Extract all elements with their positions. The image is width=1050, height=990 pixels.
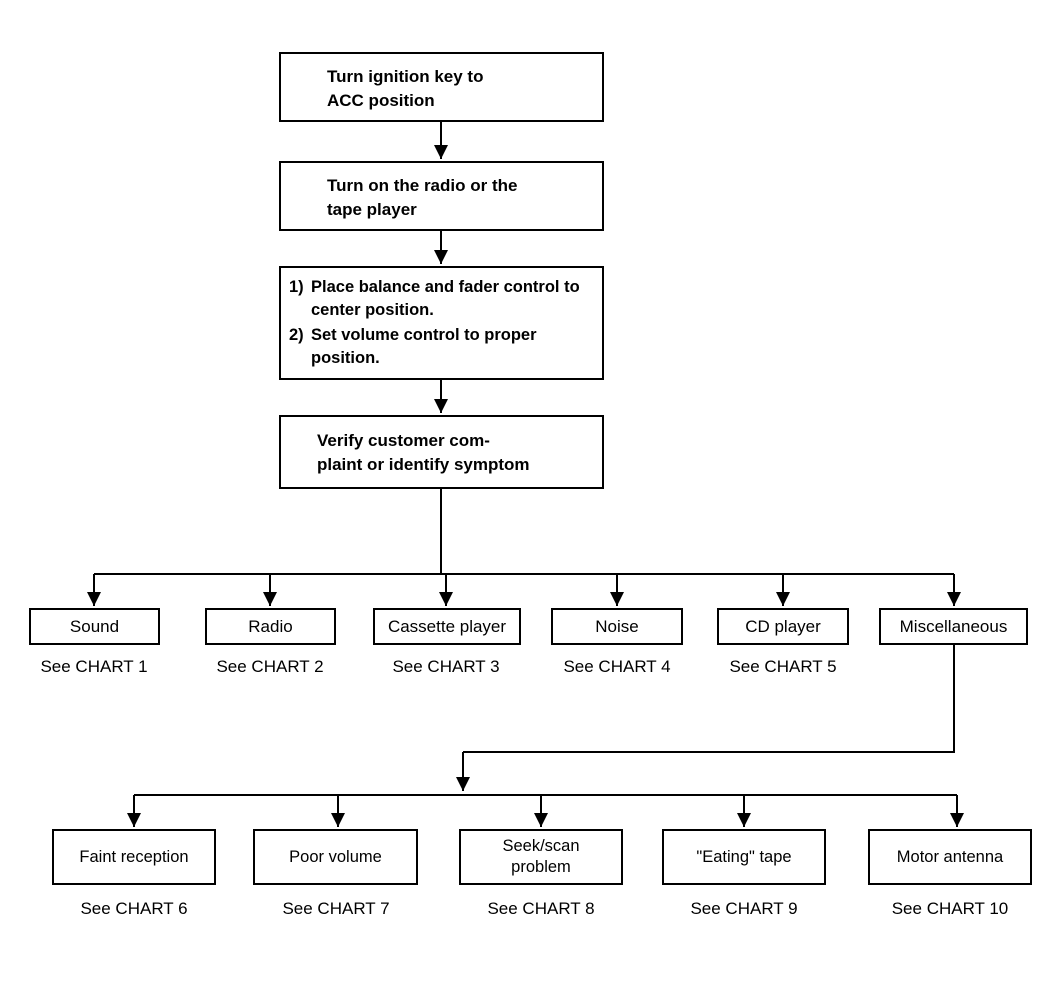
misc-chart-ref: See CHART 6: [80, 899, 188, 918]
step-ignition-box: Turn ignition key to ACC position: [279, 52, 604, 122]
category-chart-ref: See CHART 3: [392, 657, 500, 676]
misc-label: Motor antenna: [896, 847, 1004, 866]
category-label: Radio: [248, 616, 293, 636]
category-label: Cassette player: [387, 616, 507, 636]
category-cd-box: CD player: [717, 608, 849, 645]
category-noise-box: Noise: [551, 608, 683, 645]
misc-motor-antenna-box: Motor antenna: [868, 829, 1032, 885]
step-settings-text: Set volume control to proper position.: [311, 326, 537, 367]
step-settings-box: 1) Place balance and fader control to ce…: [279, 266, 604, 380]
category-chart-ref: See CHART 4: [563, 657, 671, 676]
misc-label: Faint reception: [79, 847, 189, 866]
misc-chart-ref: See CHART 10: [891, 899, 1009, 918]
category-cassette-box: Cassette player: [373, 608, 521, 645]
misc-label: Poor volume: [289, 847, 382, 866]
step-ignition-text: Turn ignition key to ACC position: [327, 67, 484, 110]
step-radio-on-text: Turn on the radio or the tape player: [327, 176, 518, 219]
step-verify-text: Verify customer com- plaint or identify …: [317, 431, 530, 474]
step-settings-num: 1): [289, 278, 304, 296]
category-chart-ref: See CHART 5: [729, 657, 837, 676]
category-chart-ref: See CHART 1: [40, 657, 148, 676]
category-label: CD player: [745, 616, 821, 636]
step-settings-text: Place balance and fader control to cente…: [311, 278, 580, 319]
category-sound-box: Sound: [29, 608, 160, 645]
category-misc-box: Miscellaneous: [879, 608, 1028, 645]
misc-chart-ref: See CHART 7: [282, 899, 390, 918]
misc-chart-ref: See CHART 9: [690, 899, 798, 918]
misc-label: Seek/scan problem: [502, 837, 580, 876]
category-label: Sound: [69, 616, 120, 636]
misc-label: "Eating" tape: [696, 847, 792, 866]
step-settings-num: 2): [289, 326, 304, 344]
misc-eating-tape-box: "Eating" tape: [662, 829, 826, 885]
misc-branch-line: [463, 645, 955, 753]
step-settings-item: 1) Place balance and fader control to ce…: [289, 276, 602, 322]
misc-faint-reception-box: Faint reception: [52, 829, 216, 885]
misc-poor-volume-box: Poor volume: [253, 829, 418, 885]
step-verify-box: Verify customer com- plaint or identify …: [279, 415, 604, 489]
step-radio-on-box: Turn on the radio or the tape player: [279, 161, 604, 231]
step-settings-item: 2) Set volume control to proper position…: [289, 324, 602, 370]
misc-seek-scan-box: Seek/scan problem: [459, 829, 623, 885]
category-label: Noise: [595, 616, 639, 636]
category-label: Miscellaneous: [899, 616, 1008, 636]
category-chart-ref: See CHART 2: [216, 657, 324, 676]
category-radio-box: Radio: [205, 608, 336, 645]
misc-chart-ref: See CHART 8: [487, 899, 595, 918]
